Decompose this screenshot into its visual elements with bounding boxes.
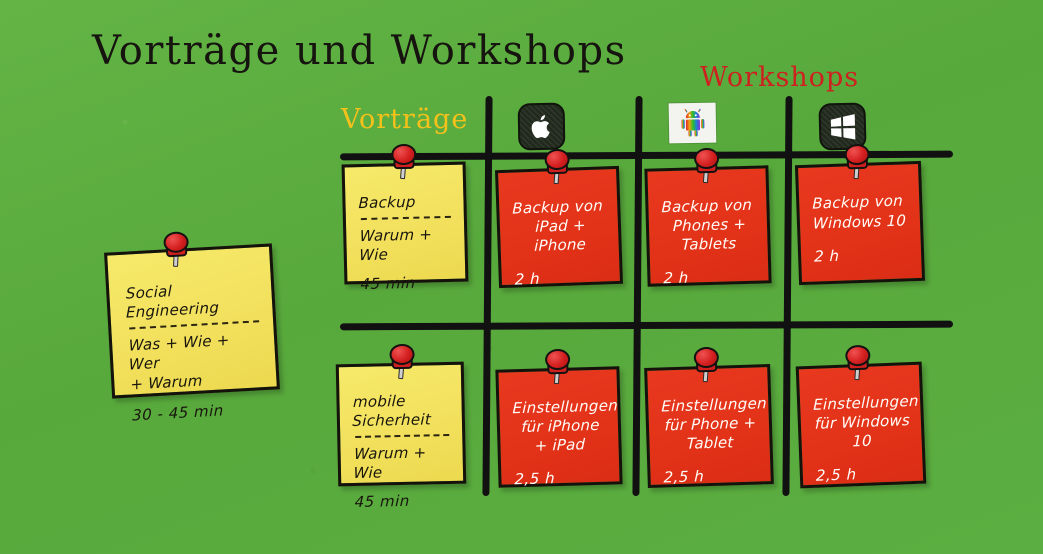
note-subtitle: für Phone + Tablet [664, 413, 757, 453]
note-duration: 2,5 h [514, 468, 556, 489]
note-settings-android[interactable]: Einstellungen für Phone + Tablet 2,5 h [644, 346, 774, 488]
note-duration: 2,5 h [815, 464, 857, 485]
note-title: Backup [358, 192, 417, 213]
note-duration: 2 h [663, 268, 689, 288]
page-title: Vorträge und Workshops [92, 28, 627, 74]
note-backup-android[interactable]: Backup von Phones + Tablets 2 h [644, 147, 772, 288]
note-title: Social Engineering [125, 282, 220, 322]
note-subtitle: Was + Wie + Wer [128, 330, 230, 374]
note-subtitle-line2: + Warum [130, 370, 203, 394]
note-title: mobile Sicherheit [352, 391, 432, 430]
note-subtitle: Windows 10 [812, 211, 907, 233]
note-duration: 2 h [814, 246, 840, 266]
note-backup-ios[interactable]: Backup von iPad + iPhone 2 h [494, 148, 624, 289]
note-subtitle: für iPhone + iPad [521, 415, 600, 455]
android-glyph [681, 108, 704, 137]
note-divider [355, 433, 450, 438]
note-subtitle: iPad + iPhone [534, 216, 587, 255]
note-duration: 45 min [354, 491, 411, 511]
note-duration: 2,5 h [663, 466, 705, 487]
apple-glyph [531, 114, 550, 138]
note-divider [129, 320, 260, 330]
note-subtitle: Warum + Wie [353, 443, 427, 482]
column-label-workshops: Workshops [700, 62, 860, 93]
note-backup-windows[interactable]: Backup von Windows 10 2 h [794, 143, 926, 286]
note-title: Backup von [661, 195, 753, 217]
note-duration: 2 h [514, 269, 541, 289]
apple-logo-icon [517, 102, 566, 151]
windows-logo-icon [818, 102, 867, 151]
note-subtitle: Warum + Wie [359, 225, 433, 264]
note-subtitle: für Windows 10 [814, 411, 911, 451]
android-robot-icon [668, 102, 717, 151]
note-divider [360, 215, 451, 221]
note-subtitle: Phones + Tablets [672, 214, 747, 254]
windows-glyph [830, 113, 855, 139]
column-label-vortraege: Vorträge [341, 104, 469, 135]
note-settings-ios[interactable]: Einstellungen für iPhone + iPad 2,5 h [495, 348, 623, 489]
note-mobile-security-talk[interactable]: mobile Sicherheit Warum + Wie 45 min [335, 343, 467, 510]
note-backup-talk[interactable]: Backup Warum + Wie 45 min [341, 143, 469, 293]
note-title: Backup von [812, 191, 904, 213]
note-social-engineering[interactable]: Social Engineering Was + Wie + Wer + War… [104, 231, 280, 424]
note-duration: 45 min [360, 273, 416, 293]
note-settings-windows[interactable]: Einstellungen für Windows 10 2,5 h [795, 344, 927, 489]
